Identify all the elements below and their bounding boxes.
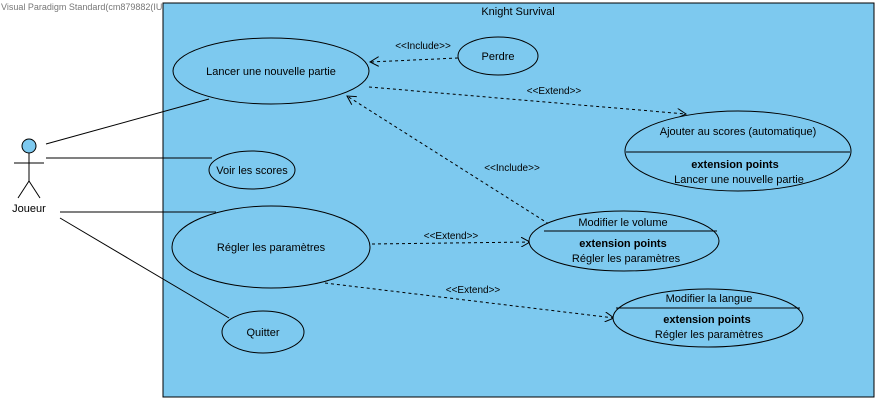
use-case-quitter[interactable]: Quitter [221, 310, 305, 354]
ajouter-ext-title: extension points [691, 159, 778, 171]
use-case-langue[interactable]: Modifier la langue extension points Régl… [612, 288, 804, 348]
include-volume-label: <<Include>> [484, 163, 540, 174]
extend-volume-label: <<Extend>> [424, 231, 479, 242]
use-case-voir-scores[interactable]: Voir les scores [208, 150, 296, 190]
volume-ext-point: Régler les paramètres [572, 253, 681, 265]
use-case-regler[interactable]: Régler les paramètres [171, 205, 371, 289]
watermark-text: Visual Paradigm Standard(cm879882(IUT DI… [1, 2, 203, 12]
dependency-include-volume[interactable] [347, 96, 550, 225]
use-case-quitter-label: Quitter [246, 327, 279, 339]
extend-langue-label: <<Extend>> [446, 285, 501, 296]
use-case-regler-label: Régler les paramètres [217, 242, 326, 254]
actor-right-leg-icon [28, 180, 41, 199]
ajouter-ext-point: Lancer une nouvelle partie [674, 174, 804, 186]
use-case-lancer-label: Lancer une nouvelle partie [206, 66, 336, 78]
association-quitter[interactable] [59, 217, 230, 319]
use-case-langue-label: Modifier la langue [666, 293, 753, 305]
association-lancer[interactable] [45, 98, 210, 145]
system-title: Knight Survival [481, 6, 554, 18]
use-case-perdre[interactable]: Perdre [457, 36, 539, 76]
use-case-voir-scores-label: Voir les scores [216, 165, 288, 177]
langue-ext-title: extension points [663, 314, 750, 326]
extend-ajouter-label: <<Extend>> [527, 86, 582, 97]
dependency-extend-ajouter[interactable] [368, 86, 686, 114]
actor-head-icon [21, 138, 37, 154]
use-case-ajouter-label: Ajouter au scores (automatique) [660, 126, 817, 138]
use-case-volume[interactable]: Modifier le volume extension points Régl… [528, 210, 720, 272]
langue-ext-point: Régler les paramètres [655, 329, 764, 341]
volume-ext-title: extension points [579, 238, 666, 250]
actor-left-leg-icon [17, 180, 30, 199]
actor-label: Joueur [12, 203, 46, 215]
use-case-volume-label: Modifier le volume [578, 217, 667, 229]
include-perdre-label: <<Include>> [395, 41, 451, 52]
actor-joueur[interactable]: Joueur [12, 138, 46, 215]
dependency-extend-volume[interactable] [371, 242, 530, 244]
use-case-ajouter[interactable]: Ajouter au scores (automatique) extensio… [624, 110, 852, 192]
use-case-perdre-label: Perdre [481, 51, 514, 63]
dependency-include-perdre[interactable] [370, 58, 459, 62]
use-case-lancer[interactable]: Lancer une nouvelle partie [172, 37, 370, 105]
dependency-extend-langue[interactable] [324, 282, 614, 318]
